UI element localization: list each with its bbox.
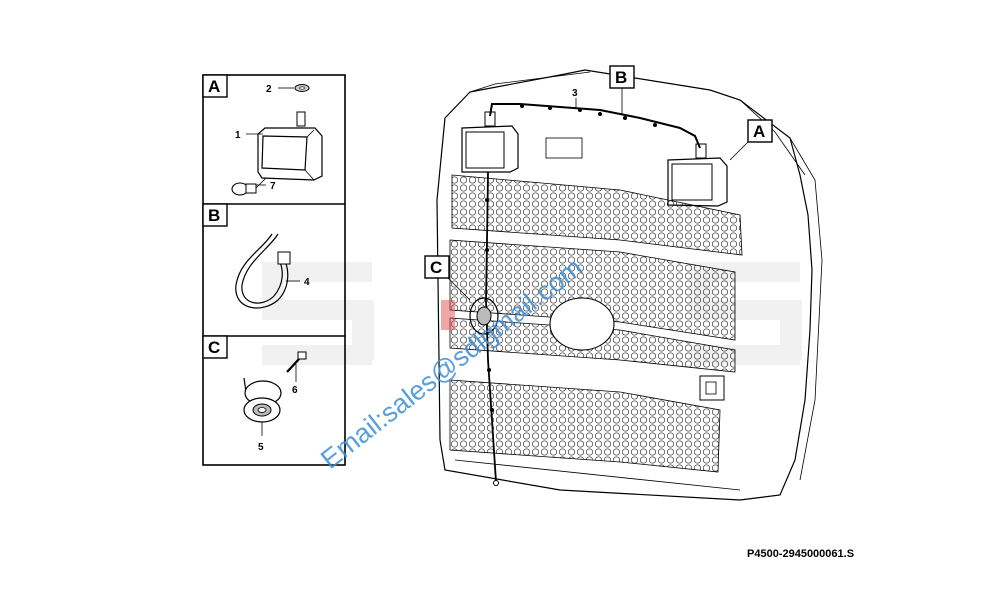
bolt-icon <box>286 351 307 373</box>
bulb-icon <box>231 177 267 196</box>
panel-a: A 2 1 7 <box>202 74 323 196</box>
right-work-lamp-icon <box>667 143 728 207</box>
front-grille-assembly: B 3 A C <box>424 65 823 501</box>
wiring-harness <box>469 103 701 486</box>
part-number-6: 6 <box>292 385 298 396</box>
work-lamp-icon <box>257 111 323 181</box>
callout-a-box <box>747 119 773 143</box>
callout-c: C <box>430 258 442 277</box>
center-plate <box>549 297 615 351</box>
left-work-lamp-icon <box>461 111 519 173</box>
grommet-clamp-icon <box>243 377 282 423</box>
latch-icon <box>699 375 725 401</box>
drawing-code: P4500-2945000061.S <box>747 548 855 560</box>
part-number-1: 1 <box>235 130 241 141</box>
callout-c-box <box>424 255 450 279</box>
part-number-3: 3 <box>572 88 578 99</box>
harness-grommet-icon <box>469 297 499 335</box>
cable-tie-icon <box>235 233 291 309</box>
detail-panels: A 2 1 7 <box>202 74 346 466</box>
panel-a-letter: A <box>208 77 220 96</box>
callout-b-box <box>609 65 635 89</box>
panel-c-letter: C <box>208 338 220 357</box>
grille-mesh <box>449 174 743 473</box>
part-number-5: 5 <box>258 442 264 453</box>
panel-b: B 4 <box>202 203 310 309</box>
callout-a: A <box>753 122 765 141</box>
panel-b-letter: B <box>208 206 220 225</box>
callout-b: B <box>615 68 627 87</box>
part-number-2: 2 <box>266 84 272 95</box>
part-number-7: 7 <box>270 181 276 192</box>
detail-frame <box>202 74 346 466</box>
panel-c: C 6 5 <box>202 335 307 453</box>
part-number-4: 4 <box>304 277 310 288</box>
